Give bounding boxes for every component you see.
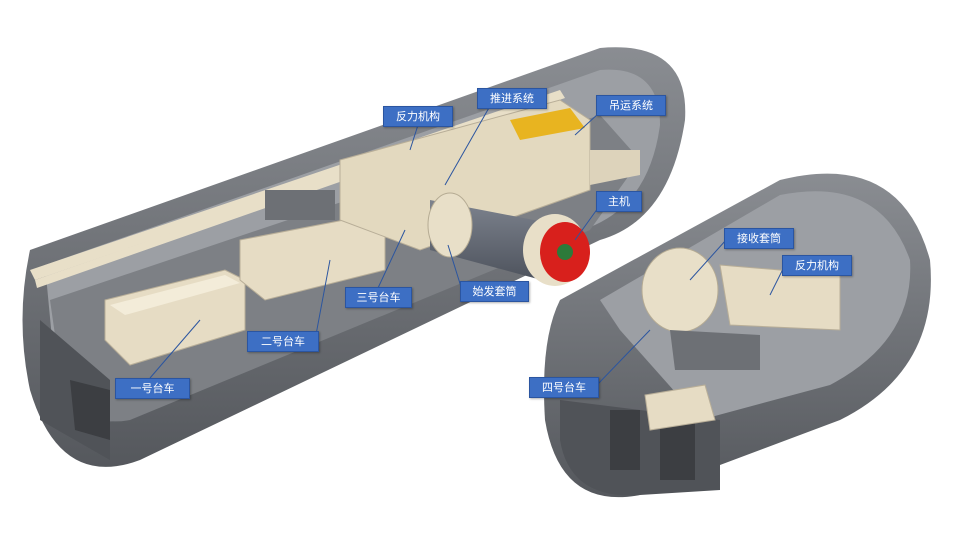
label-reaction-mechanism-left: 反力机构 xyxy=(383,106,453,127)
trolley-3-model xyxy=(339,99,640,251)
label-trolley-4: 四号台车 xyxy=(529,377,599,398)
label-trolley-2: 二号台车 xyxy=(247,331,319,352)
shield-machine xyxy=(427,192,590,286)
label-receiving-sleeve: 接收套筒 xyxy=(724,228,794,249)
label-reaction-mechanism-right: 反力机构 xyxy=(782,255,852,276)
trolley-1-model xyxy=(104,269,246,366)
label-trolley-1: 一号台车 xyxy=(115,378,190,399)
label-hoisting-system: 吊运系统 xyxy=(596,95,666,116)
label-propulsion-system: 推进系统 xyxy=(477,88,547,109)
leader-lines xyxy=(149,105,786,386)
trolley-2-model xyxy=(239,190,386,301)
receiving-sleeve-model xyxy=(641,247,841,431)
label-trolley-3: 三号台车 xyxy=(345,287,412,308)
label-main-machine: 主机 xyxy=(596,191,642,212)
label-launch-sleeve: 始发套筒 xyxy=(460,281,529,302)
